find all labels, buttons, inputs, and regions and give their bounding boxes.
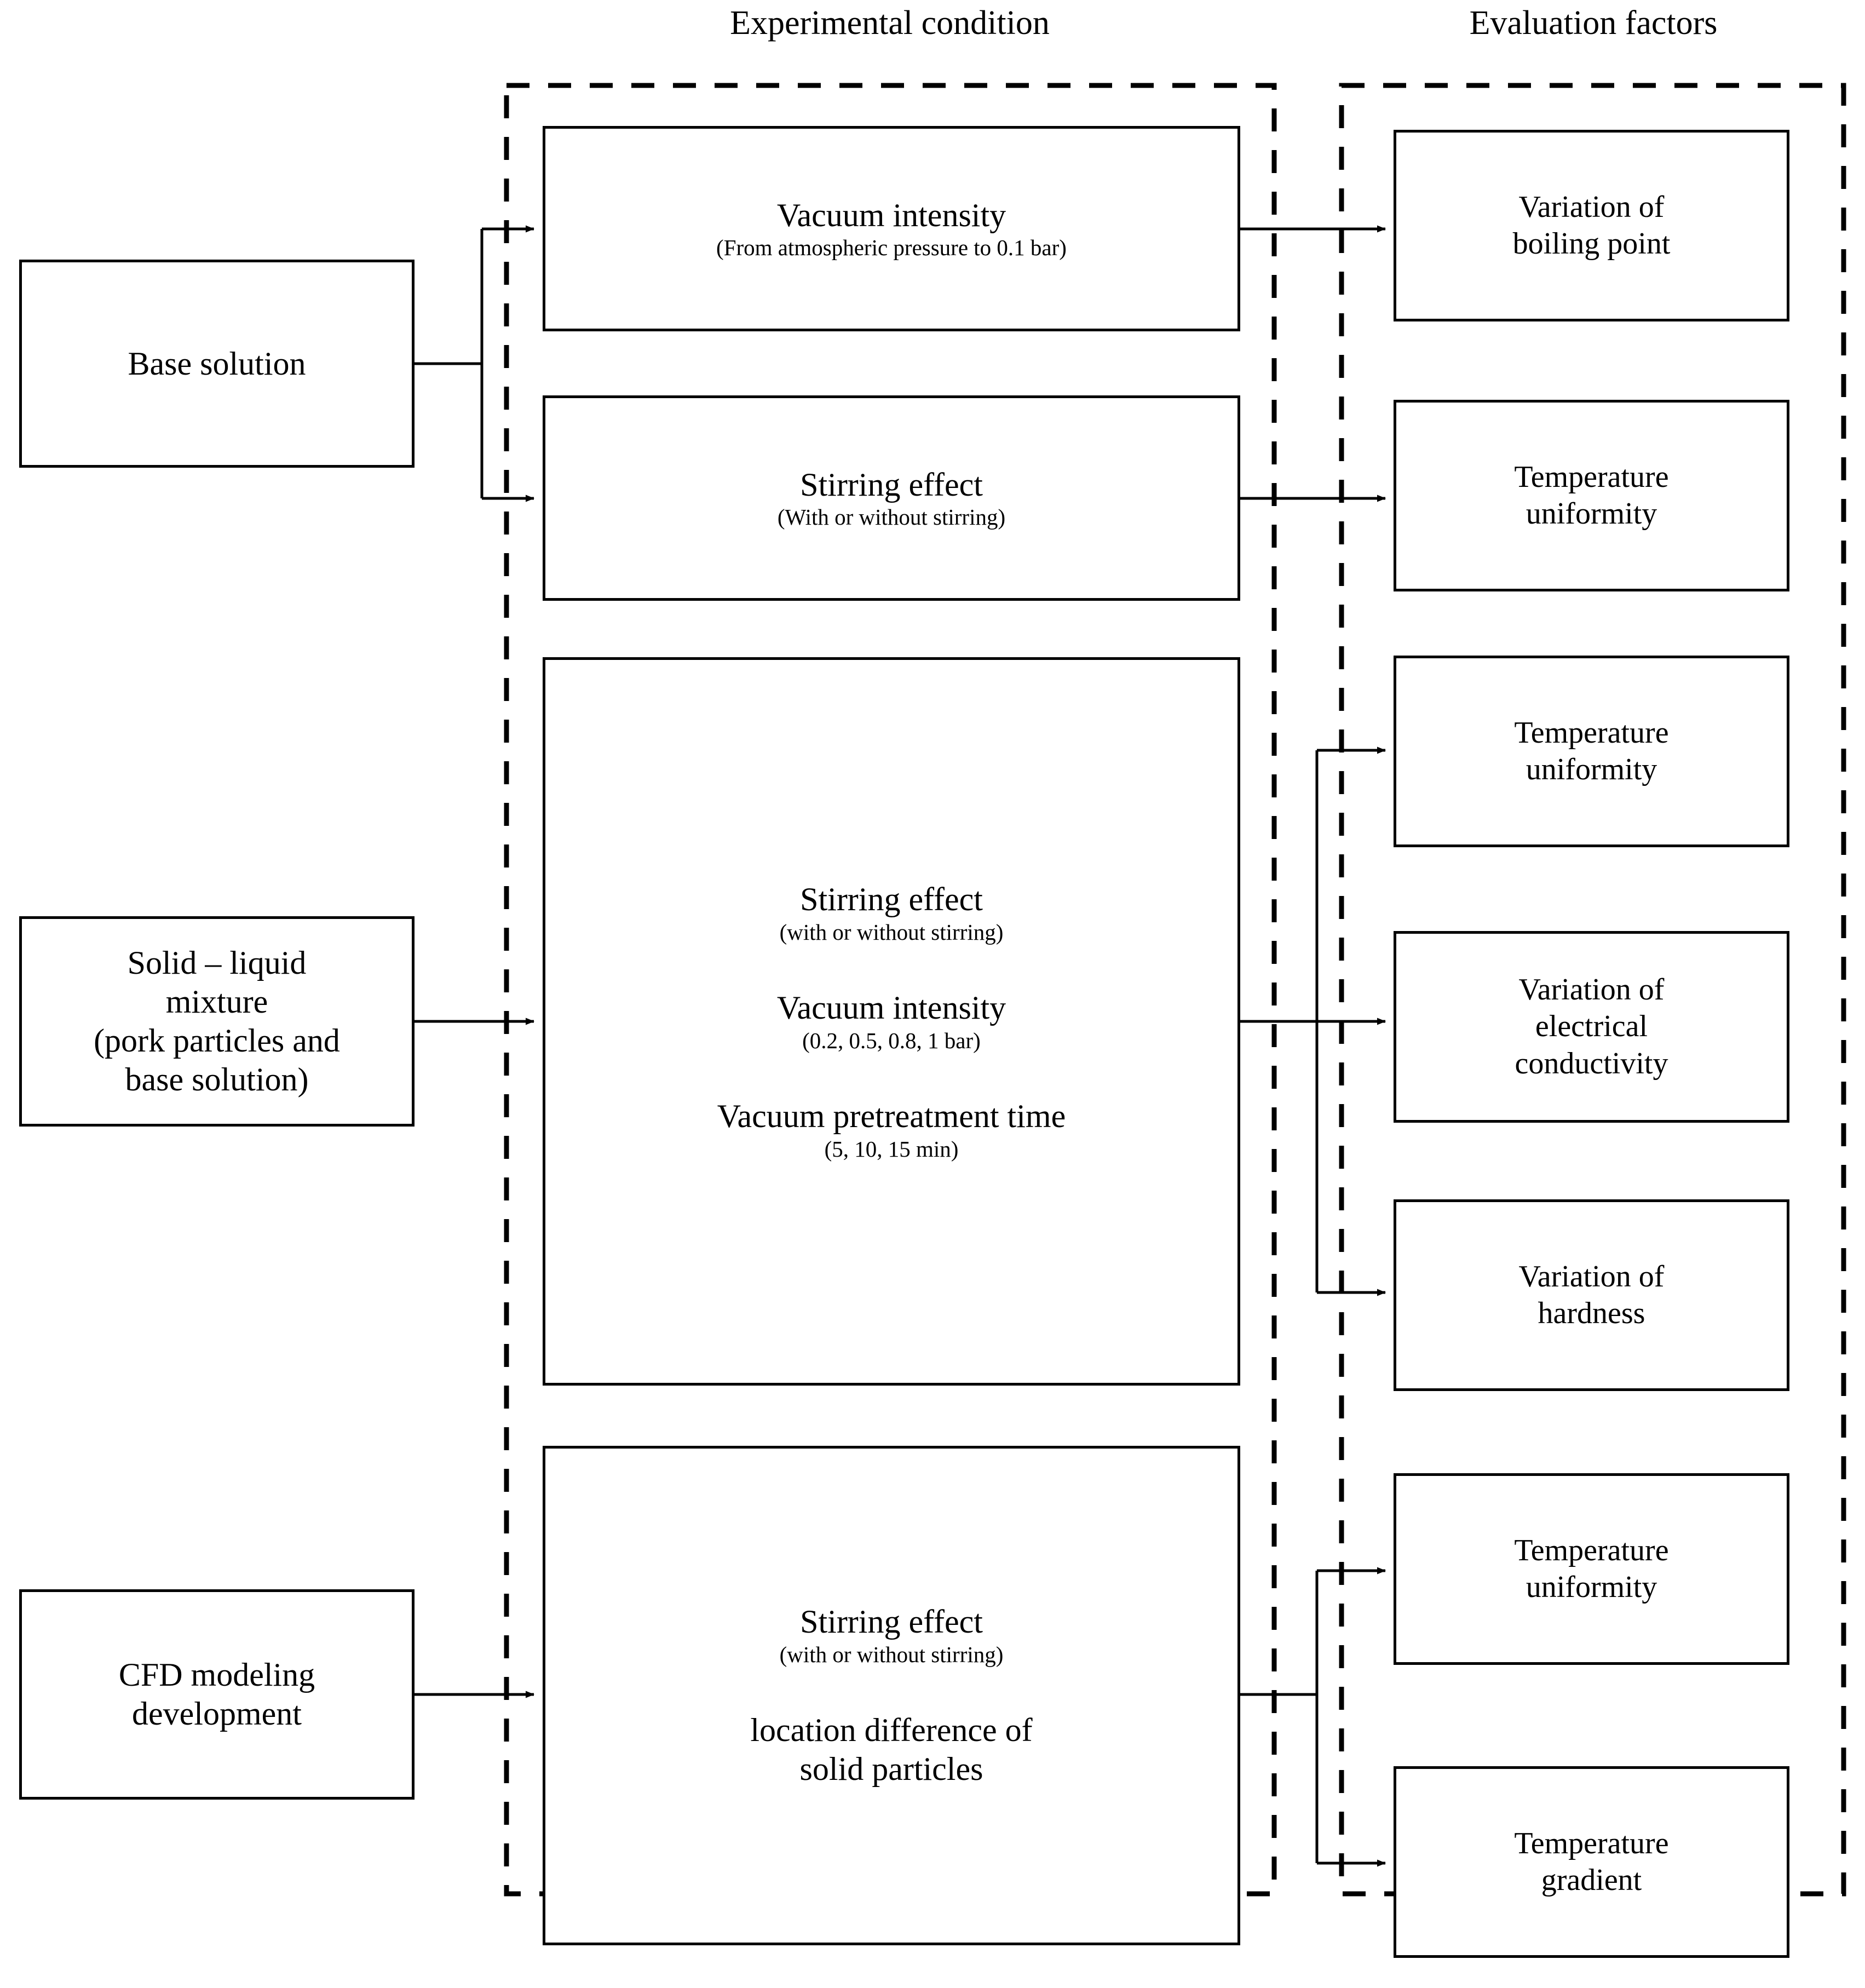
input-box-cfd-modeling[interactable]: CFD modeling development: [19, 1589, 415, 1800]
evaluation-box-variation-hardness[interactable]: Variation of hardness: [1394, 1199, 1789, 1391]
condition-box-stirring-effect-top[interactable]: Stirring effect (With or without stirrin…: [543, 395, 1240, 601]
input-label-mixture-line4: base solution): [125, 1061, 309, 1098]
condition-sub-stirring-effect-mix: (with or without stirring): [779, 919, 1004, 945]
evaluation-label-tu3-line2: uniformity: [1526, 1570, 1657, 1604]
condition-title-vacuum-intensity: Vacuum intensity: [776, 197, 1006, 233]
evaluation-label-boiling-line2: boiling point: [1512, 227, 1671, 261]
evaluation-box-temperature-gradient[interactable]: Temperature gradient: [1394, 1766, 1789, 1958]
input-label-mixture-line3: (pork particles and: [94, 1022, 340, 1059]
condition-box-vacuum-intensity[interactable]: Vacuum intensity (From atmospheric press…: [543, 126, 1240, 331]
condition-title-location-difference-line2: solid particles: [799, 1750, 983, 1787]
evaluation-label-tg-line1: Temperature: [1514, 1826, 1669, 1860]
input-label-cfd-line1: CFD modeling: [118, 1657, 315, 1693]
evaluation-label-ec-line3: conductivity: [1515, 1046, 1668, 1081]
evaluation-label-ec-line2: electrical: [1535, 1009, 1648, 1044]
connector-mixture-to-evaluations: [1240, 746, 1386, 1296]
condition-box-cfd-parameters[interactable]: Stirring effect (with or without stirrin…: [543, 1446, 1240, 1945]
condition-title-vacuum-pretreatment-time: Vacuum pretreatment time: [717, 1098, 1066, 1134]
evaluation-label-ec-line1: Variation of: [1518, 973, 1665, 1007]
input-label-cfd-line2: development: [132, 1696, 302, 1732]
input-box-base-solution[interactable]: Base solution: [19, 260, 415, 468]
evaluation-box-temperature-uniformity-3[interactable]: Temperature uniformity: [1394, 1473, 1789, 1665]
condition-title-vacuum-intensity-mix: Vacuum intensity: [776, 990, 1006, 1026]
condition-box-mixture-parameters[interactable]: Stirring effect (with or without stirrin…: [543, 657, 1240, 1386]
evaluation-label-boiling-line1: Variation of: [1518, 189, 1665, 224]
input-label-base-solution: Base solution: [128, 345, 306, 382]
condition-title-stirring-effect-top: Stirring effect: [800, 466, 983, 503]
evaluation-label-tu2-line1: Temperature: [1514, 715, 1669, 750]
condition-title-stirring-effect-mix: Stirring effect: [800, 881, 983, 918]
condition-sub-vacuum-intensity: (From atmospheric pressure to 0.1 bar): [716, 235, 1067, 261]
header-experimental-condition: Experimental condition: [730, 4, 1050, 42]
evaluation-label-hardness-line2: hardness: [1538, 1296, 1645, 1330]
connector-base-solution: [415, 225, 534, 502]
input-box-solid-liquid-mixture[interactable]: Solid – liquid mixture (pork particles a…: [19, 916, 415, 1127]
evaluation-label-tu1-line1: Temperature: [1514, 459, 1669, 494]
condition-sub-stirring-effect-cfd: (with or without stirring): [779, 1642, 1004, 1667]
input-label-mixture-line2: mixture: [165, 984, 268, 1020]
evaluation-label-tu1-line2: uniformity: [1526, 497, 1657, 531]
condition-sub-vacuum-pretreatment-time: (5, 10, 15 min): [824, 1136, 959, 1162]
evaluation-label-tu2-line2: uniformity: [1526, 752, 1657, 786]
connector-cfd-to-evaluations: [1240, 1567, 1386, 1867]
evaluation-box-variation-boiling-point[interactable]: Variation of boiling point: [1394, 130, 1789, 321]
condition-title-stirring-effect-cfd: Stirring effect: [800, 1604, 983, 1640]
evaluation-box-temperature-uniformity-1[interactable]: Temperature uniformity: [1394, 400, 1789, 591]
header-evaluation-factors: Evaluation factors: [1469, 4, 1718, 42]
evaluation-box-variation-electrical-conductivity[interactable]: Variation of electrical conductivity: [1394, 931, 1789, 1123]
condition-sub-stirring-effect-top: (With or without stirring): [777, 504, 1006, 530]
evaluation-label-tu3-line1: Temperature: [1514, 1533, 1669, 1567]
input-label-mixture-line1: Solid – liquid: [127, 945, 307, 981]
condition-sub-vacuum-intensity-mix: (0.2, 0.5, 0.8, 1 bar): [802, 1027, 981, 1053]
condition-title-location-difference-line1: location difference of: [750, 1712, 1033, 1749]
evaluation-label-hardness-line1: Variation of: [1518, 1259, 1665, 1294]
evaluation-box-temperature-uniformity-2[interactable]: Temperature uniformity: [1394, 656, 1789, 847]
evaluation-label-tg-line2: gradient: [1541, 1863, 1642, 1897]
